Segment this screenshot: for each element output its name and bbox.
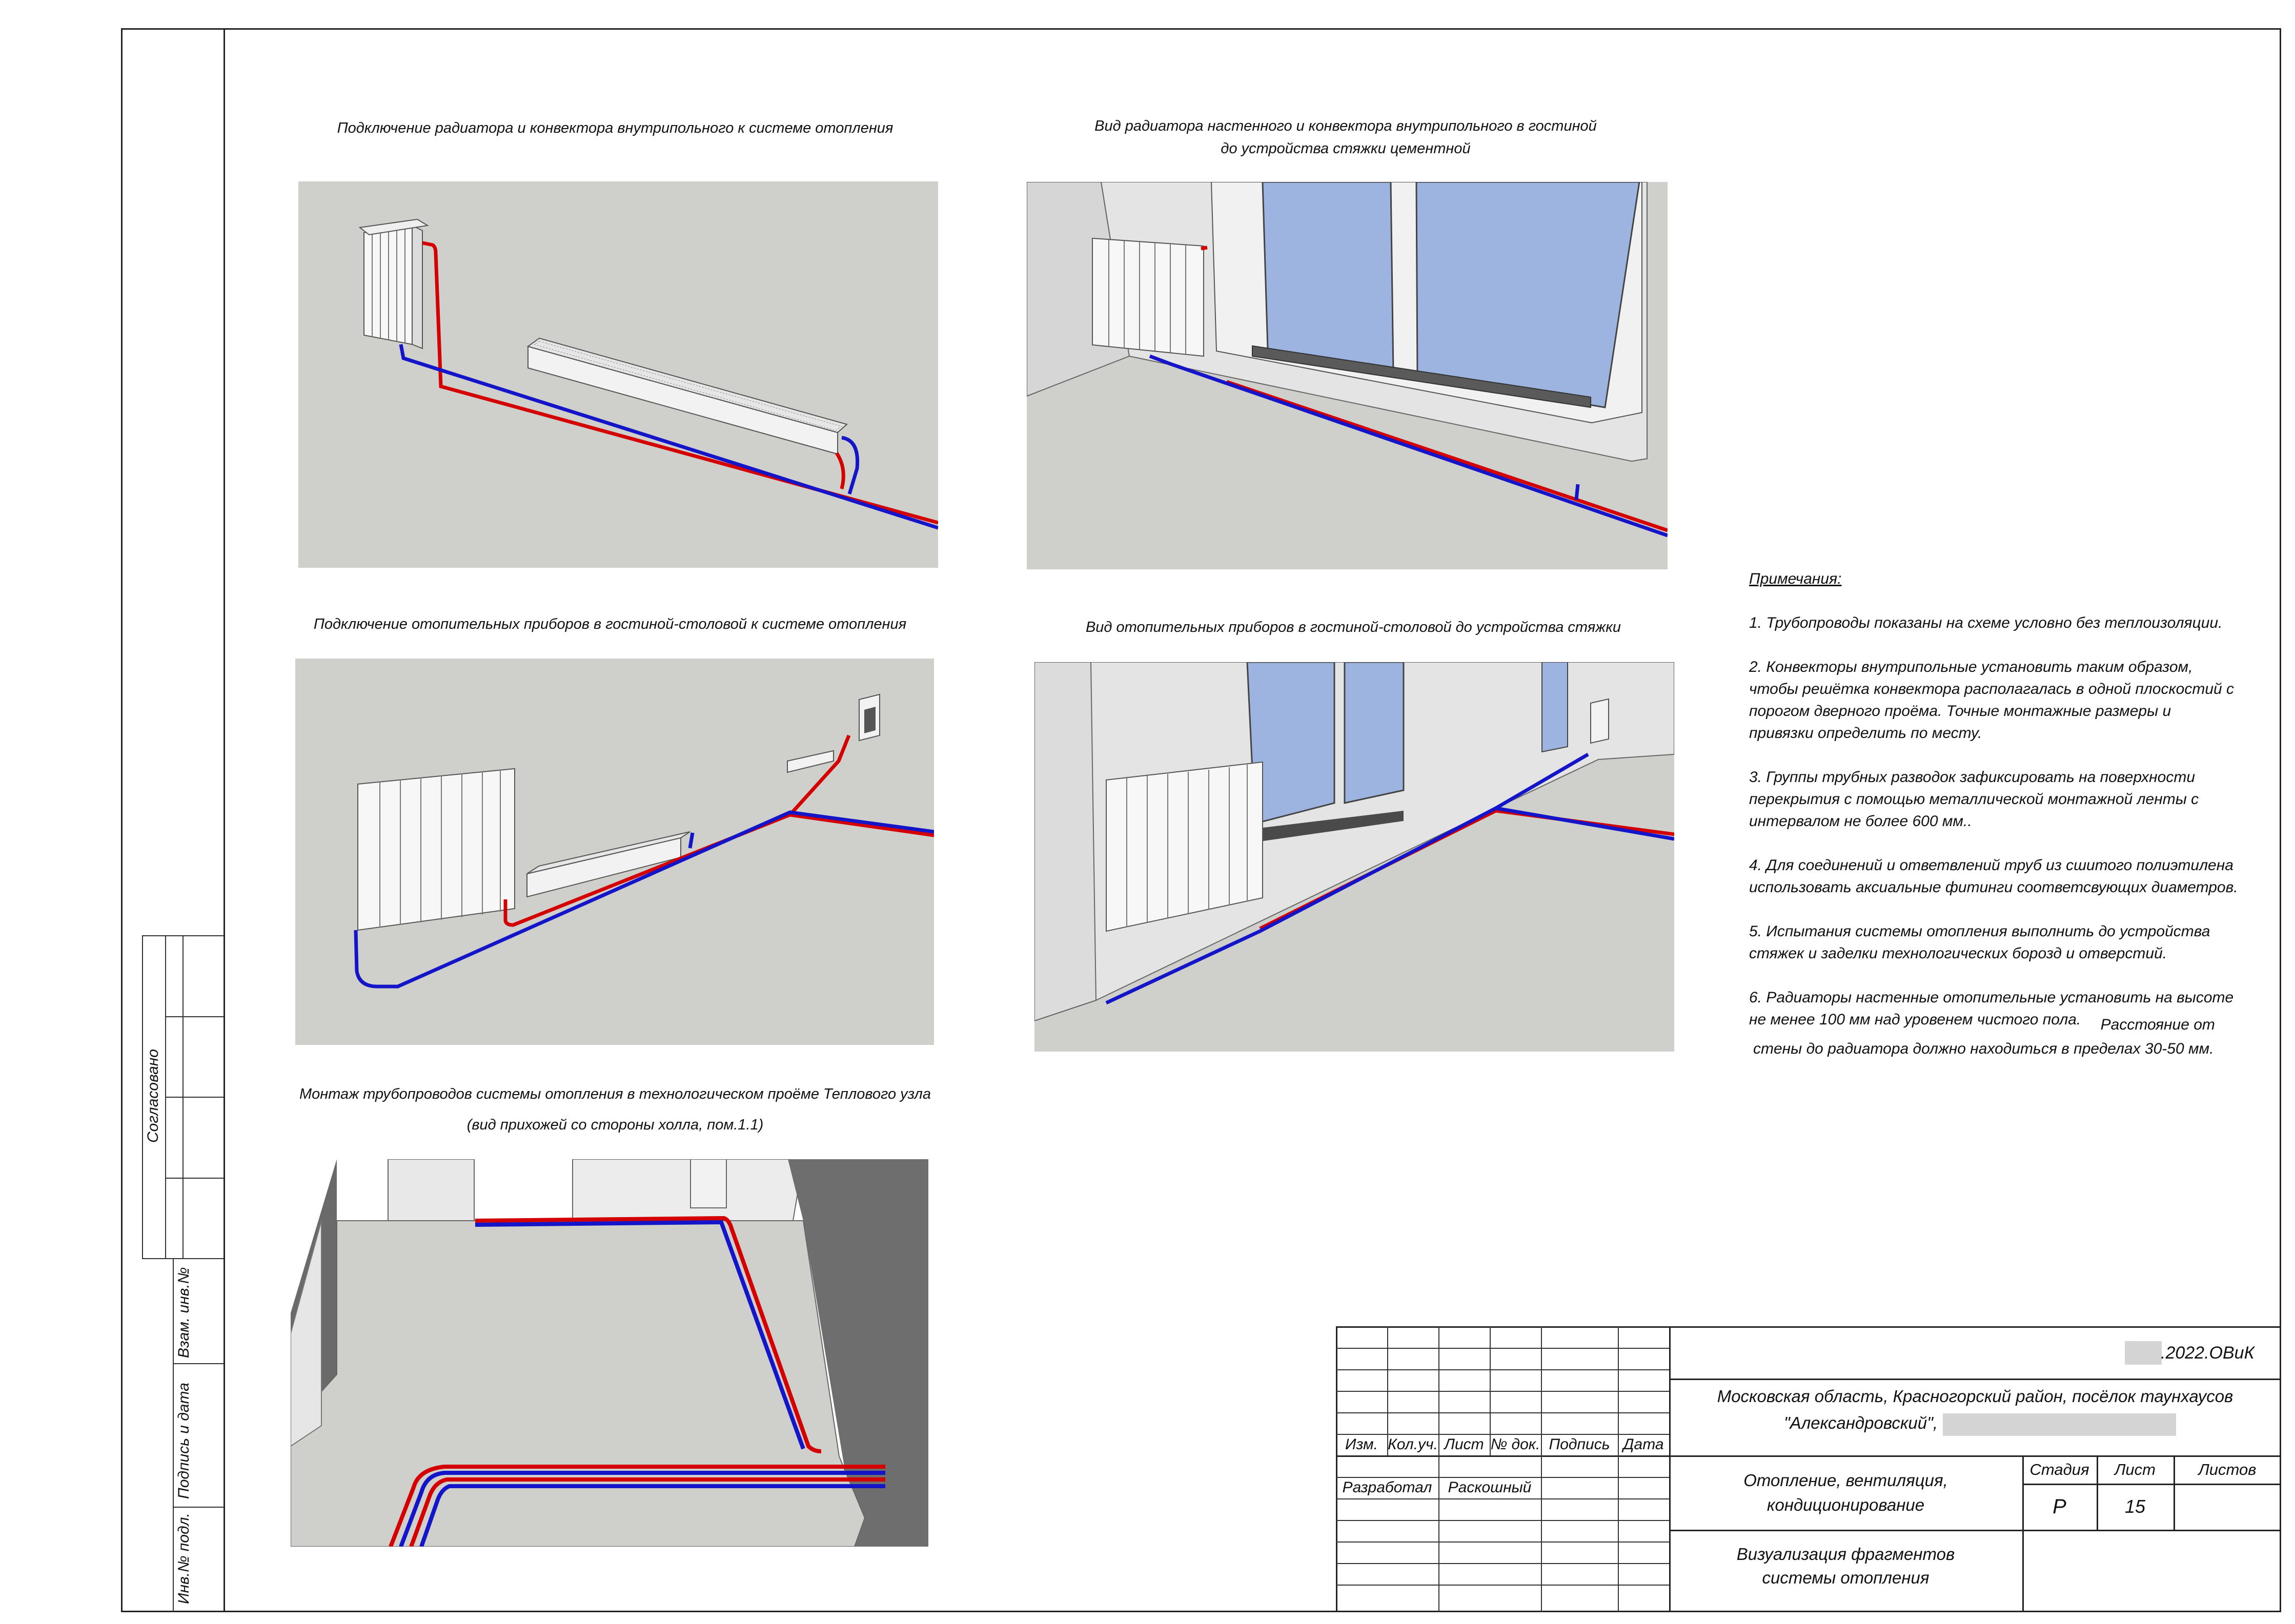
caption-line: (вид прихожей со стороны холла, пом.1.1): [466, 1117, 764, 1133]
sheet-title-line: системы отопления: [1762, 1568, 1930, 1587]
radiator: [1106, 761, 1263, 932]
supply-pipe: [422, 241, 938, 525]
note-5-line: 5. Испытания системы отопления выполнить…: [1749, 923, 2210, 940]
window-glass-right: [1415, 182, 1640, 408]
note-4-line: 4. Для соединений и ответвлений труб из …: [1749, 857, 2233, 874]
caption-line: до устройства стяжки цементной: [1221, 140, 1471, 157]
return-pipe-pair-2: [419, 1484, 885, 1547]
note-6-line: стены до радиатора должно находиться в п…: [1753, 1040, 2214, 1057]
convector-grille: [1252, 345, 1591, 408]
agreed-label: Согласовано: [145, 1049, 161, 1143]
sheet-value: 15: [2124, 1496, 2146, 1517]
convector: [526, 337, 848, 455]
document-code: .2022.ОВиК: [2161, 1343, 2255, 1363]
note-2-line: привязки определить по месту.: [1749, 725, 1982, 742]
notes-block: Примечания: 1. Трубопроводы показаны на …: [1749, 568, 2262, 1075]
col-izm: Изм.: [1345, 1436, 1378, 1453]
caption-wall-radiator-view: Вид радиатора настенного и конвектора вн…: [1025, 115, 1666, 160]
towel-radiator: [859, 693, 880, 742]
col-podpis: Подпись: [1549, 1436, 1610, 1453]
convector-supply-pipe: [835, 452, 845, 489]
note-2-line: чтобы решётка конвектора располагалась в…: [1749, 681, 2235, 697]
note-1: 1. Трубопроводы показаны на схеме условн…: [1749, 614, 2223, 631]
developed-label: Разработал: [1342, 1479, 1432, 1496]
address-line-2: "Александровский",: [1783, 1413, 1938, 1432]
stage-value: Р: [2053, 1495, 2066, 1518]
note-5-line: стяжек и заделки технологических борозд …: [1749, 945, 2167, 962]
section-title: Отопление, вентиляция, кондиционирование: [1669, 1468, 2022, 1517]
render-living-dining-connection: [295, 659, 934, 1045]
note-4-line: использовать аксиальные фитинги соответс…: [1749, 879, 2238, 896]
caption-heat-node-installation: Монтаж трубопроводов системы отопления в…: [277, 1079, 953, 1140]
note-2-line: 2. Конвекторы внутрипольные установить т…: [1749, 659, 2193, 675]
riser-pipe: [1574, 484, 1580, 500]
section-title-line: кондиционирование: [1766, 1495, 1925, 1514]
caption-line: Вид радиатора настенного и конвектора вн…: [1094, 118, 1597, 134]
redacted-code-prefix: [2125, 1341, 2162, 1365]
radiator: [357, 768, 515, 931]
return-pipe: [399, 344, 938, 530]
col-list: Лист: [1444, 1436, 1484, 1453]
supply-pipe: [503, 734, 934, 927]
caption-radiator-connection: Подключение радиатора и конвектора внутр…: [337, 120, 893, 136]
binding-margin-line: [224, 28, 225, 1612]
note-6-line: 6. Радиаторы настенные отопительные уста…: [1749, 989, 2234, 1006]
orig-inv-label: Инв.№ подл.: [175, 1513, 192, 1604]
convector-grille: [1255, 811, 1404, 841]
note-2-line: порогом дверного проёма. Точные монтажны…: [1749, 703, 2171, 720]
render-heat-node-installation: [291, 1159, 928, 1547]
col-data: Дата: [1623, 1436, 1664, 1453]
note-3-line: интервалом не более 600 мм..: [1749, 813, 1972, 830]
sheet-title-line: Визуализация фрагментов: [1736, 1545, 1955, 1564]
redacted-address: [1943, 1413, 2176, 1436]
return-pipe: [354, 810, 934, 989]
swap-inv-label: Взам. инв.№: [175, 1267, 192, 1358]
caption-line: Монтаж трубопроводов системы отопления в…: [299, 1086, 931, 1102]
note-6-line: Расстояние от: [2100, 1016, 2215, 1033]
convector-return-pipe: [841, 436, 860, 495]
stage-label: Стадия: [2029, 1461, 2089, 1478]
return-pipe-pair: [399, 1220, 885, 1547]
section-title-line: Отопление, вентиляция,: [1743, 1471, 1948, 1490]
caption-living-dining-connection: Подключение отопительных приборов в гост…: [313, 616, 907, 632]
convector-small: [787, 750, 834, 773]
window-glass-small: [1541, 662, 1568, 753]
supply-pipe-pair-2: [409, 1477, 885, 1547]
radiator: [358, 218, 429, 350]
note-3-line: перекрытия с помощью металлической монта…: [1749, 791, 2199, 808]
sheet-title: Визуализация фрагментов системы отоплени…: [1669, 1543, 2022, 1590]
drawing-frame: [121, 28, 2281, 1612]
sheet-label: Лист: [2115, 1461, 2156, 1478]
door-glass-right: [1344, 662, 1405, 804]
note-3-line: 3. Группы трубных разводок зафиксировать…: [1749, 769, 2196, 786]
developer-name: Раскошный: [1448, 1479, 1532, 1496]
towel-radiator: [1590, 698, 1609, 744]
render-living-dining-view: [1034, 662, 1674, 1052]
window-glass-left: [1262, 182, 1394, 373]
col-ndok: № док.: [1490, 1436, 1540, 1453]
supply-pipe: [1201, 245, 1668, 532]
notes-heading: Примечания:: [1749, 570, 1842, 587]
sign-date-label: Подпись и дата: [175, 1383, 192, 1499]
caption-living-dining-view: Вид отопительных приборов в гостиной-сто…: [1085, 619, 1621, 635]
render-wall-radiator-view: [1027, 182, 1668, 569]
address-line-1: Московская область, Красногорский район,…: [1717, 1387, 2233, 1406]
radiator: [1092, 237, 1204, 357]
return-pipe: [1105, 752, 1674, 1005]
note-6-line: не менее 100 мм над уровенем чистого пол…: [1749, 1011, 2081, 1028]
sheets-label: Листов: [2198, 1461, 2257, 1478]
supply-pipe-pair: [389, 1216, 885, 1547]
col-kol: Кол.уч.: [1388, 1436, 1438, 1453]
render-radiator-convector: [298, 181, 938, 568]
return-pipe: [1149, 354, 1668, 538]
